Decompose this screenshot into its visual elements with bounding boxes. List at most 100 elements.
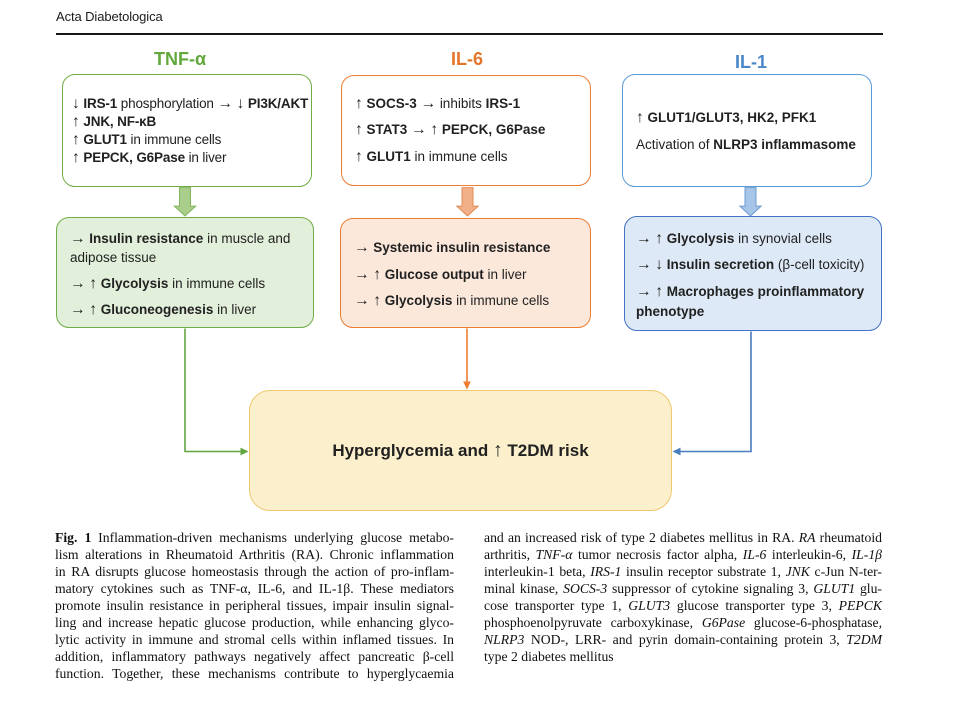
header-rule [56,32,883,35]
connector-line [184,328,241,453]
text-segment: IRS-1 [485,95,521,111]
text-segment: Insulin secretion [663,257,775,272]
figure-caption-right-column: and an increased risk of type 2 diabetes… [484,529,882,665]
text-segment: IRS-1 [79,95,118,111]
il6-block-arrow-icon [455,187,480,217]
text-line: → ↓ Insulin secretion (β-cell toxicity) [636,255,875,275]
text-line: interleukin-1 beta, IRS-1 insulin recept… [484,563,882,580]
text-line: promote insulin resistance in peripheral… [55,597,454,614]
text-segment: → [70,301,86,318]
text-segment: T2DM risk [502,441,589,460]
text-line: → ↑ Glycolysis in immune cells [70,274,307,293]
text-segment: PEPCK [838,598,882,613]
outcome-box: Hyperglycemia and ↑ T2DM risk [249,390,672,511]
tnf-block-arrow-icon [173,187,197,217]
text-segment: ↑ [636,108,644,126]
text-segment: PEPCK, G6Pase [79,149,185,165]
text-segment: NLRP3 inflammasome [713,136,856,152]
tnf-connector-arrow [184,328,249,456]
text-line: ling and increase hepatic glucose produc… [55,614,454,631]
text-segment: insulin receptor substrate 1, [621,564,786,579]
block-arrow-shape [455,187,480,217]
text-line: ↑ GLUT1 in immune cells [355,144,586,171]
text-segment: matory cytokines such as TNF-α, IL-6, an… [55,581,454,596]
il6-connector-arrow [463,328,471,390]
text-segment: Inflammation-driven mechanisms underlyin… [91,530,454,545]
text-segment: → [70,275,86,292]
text-segment: PI3K/AKT [244,95,309,111]
text-segment: promote insulin resistance in peripheral… [55,598,454,613]
text-segment: SOCS-3 [362,95,421,111]
text-segment: → [354,265,370,283]
text-segment: in immune cells [126,131,222,147]
text-segment: arthritis, [484,547,536,562]
text-segment: ↑ [355,121,363,139]
text-segment: in liver [213,302,257,317]
text-segment: TNF-α [535,547,573,562]
text-segment: and an increased risk of type 2 diabetes… [484,530,799,545]
text-segment: GLUT1/GLUT3, HK2, PFK1 [643,109,817,125]
text-segment: lytic activity in immune and stromal cel… [55,632,454,647]
text-segment: ↑ [72,112,80,130]
text-segment: Fig. 1 [55,530,92,545]
text-line: minal kinase, SOCS-3 suppressor of cytok… [484,580,882,597]
text-segment: interleukin-6, [766,547,852,562]
text-segment: ↑ [492,439,503,461]
text-segment: Gluconeogenesis [97,302,214,317]
text-segment: phosphorylation [117,95,218,111]
text-segment: GLUT1 [362,148,411,164]
text-segment: rheumatoid [815,530,883,545]
text-segment: phenotype [636,303,705,319]
text-segment: JNK, NF-κB [79,113,157,129]
connector-arrowhead [672,447,681,456]
il6-mechanisms-box: ↑ SOCS-3 → inhibits IRS-1↑ STAT3 → ↑ PEP… [341,75,591,186]
text-segment: ↑ [355,94,363,112]
text-segment: ↑ [655,282,664,300]
column-title-il-1: IL-1 [734,52,767,72]
block-arrow-shape [738,187,763,217]
text-segment: IRS-1 [590,564,622,579]
connector-arrowhead [463,381,471,390]
text-segment: phosphoenolpyruvate carboxykinase, [484,615,702,630]
text-segment: Activation of [636,136,714,152]
text-segment: Glycolysis [381,293,453,308]
text-line: → Systemic insulin resistance [354,238,584,257]
text-segment: ↑ [89,301,98,318]
block-arrow-shape [173,187,197,217]
text-segment: → [354,292,370,309]
text-segment: → [411,121,427,139]
text-line: cose transporter type 1, GLUT3 glucose t… [484,597,882,614]
tnf-mechanisms-box: ↓ IRS-1 phosphorylation → ↓ PI3K/AKT↑ JN… [62,74,312,187]
il1-effects-box: → ↑ Glycolysis in synovial cells→ ↓ Insu… [624,216,882,331]
text-segment: Glycolysis [663,230,735,246]
text-segment: adipose tissue [70,250,157,265]
text-segment: Glucose output [381,266,484,282]
text-segment: SOCS-3 [563,581,608,596]
text-segment: minal kinase, [484,581,564,596]
text-line: addition, inflammatory pathways negative… [55,648,454,665]
text-segment: ↑ [373,265,382,283]
text-segment: suppressor of cytokine signaling 3, [607,581,814,596]
text-line: function. Together, these mechanisms con… [55,665,454,682]
text-segment: Glycolysis [97,276,169,291]
text-segment: ling and increase hepatic glucose produc… [55,615,454,630]
text-segment: tumor necrosis factor alpha, [572,547,743,562]
text-segment: → [70,230,86,247]
text-segment: G6Pase [701,615,746,630]
text-segment: JNK [785,564,810,579]
text-line: ↑ PEPCK, G6Pase in liver [72,149,310,167]
text-segment: → [420,94,437,112]
text-segment: → [636,229,652,247]
connector-line [680,331,752,453]
text-segment: GLUT1 [79,131,127,147]
text-line: matory cytokines such as TNF-α, IL-6, an… [55,580,454,597]
text-segment: T2DM [846,632,882,647]
column-title-il-6: IL-6 [450,49,483,69]
text-line: Fig. 1 Inflammation-driven mechanisms un… [55,529,454,546]
text-segment: Macrophages proinflammatory [663,283,865,299]
text-segment: function. Together, these mechanisms con… [55,666,454,681]
text-line: ↑ SOCS-3 → inhibits IRS-1 [355,91,586,118]
